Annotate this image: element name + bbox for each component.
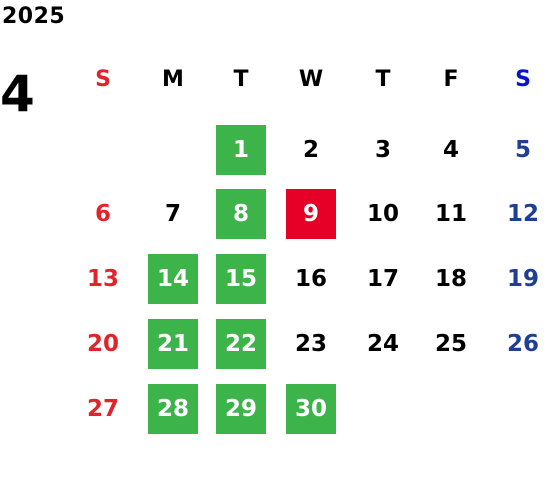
weekday-header: T [375,67,391,92]
day-cell[interactable]: 29 [216,384,266,434]
day-cell[interactable]: 30 [286,384,336,434]
day-cell[interactable]: 28 [148,384,198,434]
weekday-header: S [515,67,531,92]
weekday-header: F [443,67,459,92]
day-cell[interactable]: 15 [216,254,266,304]
day-cell[interactable]: 9 [286,189,336,239]
day-cell[interactable]: 13 [86,266,119,292]
day-cell[interactable]: 21 [148,319,198,369]
year-label: 2025 [2,4,66,29]
day-cell[interactable]: 27 [86,396,119,422]
day-cell[interactable]: 8 [216,189,266,239]
day-cell[interactable]: 25 [434,331,467,357]
day-cell[interactable]: 1 [216,125,266,175]
day-cell[interactable]: 2 [302,137,319,163]
weekday-header: S [95,67,111,92]
day-cell[interactable]: 19 [506,266,539,292]
month-label: 4 [0,65,35,123]
day-cell[interactable]: 3 [374,137,391,163]
day-cell[interactable]: 6 [94,201,111,227]
weekday-header: T [233,67,249,92]
day-cell[interactable]: 20 [86,331,119,357]
day-cell[interactable]: 23 [294,331,327,357]
day-cell[interactable]: 18 [434,266,467,292]
day-cell[interactable]: 22 [216,319,266,369]
weekday-header: M [162,67,184,92]
weekday-header: W [298,67,324,92]
day-cell[interactable]: 16 [294,266,327,292]
day-cell[interactable]: 11 [434,201,467,227]
day-cell[interactable]: 12 [506,201,539,227]
day-cell[interactable]: 7 [164,201,181,227]
day-cell[interactable]: 5 [514,137,531,163]
day-cell[interactable]: 10 [366,201,399,227]
day-cell[interactable]: 26 [506,331,539,357]
day-cell[interactable]: 4 [442,137,459,163]
day-cell[interactable]: 24 [366,331,399,357]
day-cell[interactable]: 14 [148,254,198,304]
day-cell[interactable]: 17 [366,266,399,292]
